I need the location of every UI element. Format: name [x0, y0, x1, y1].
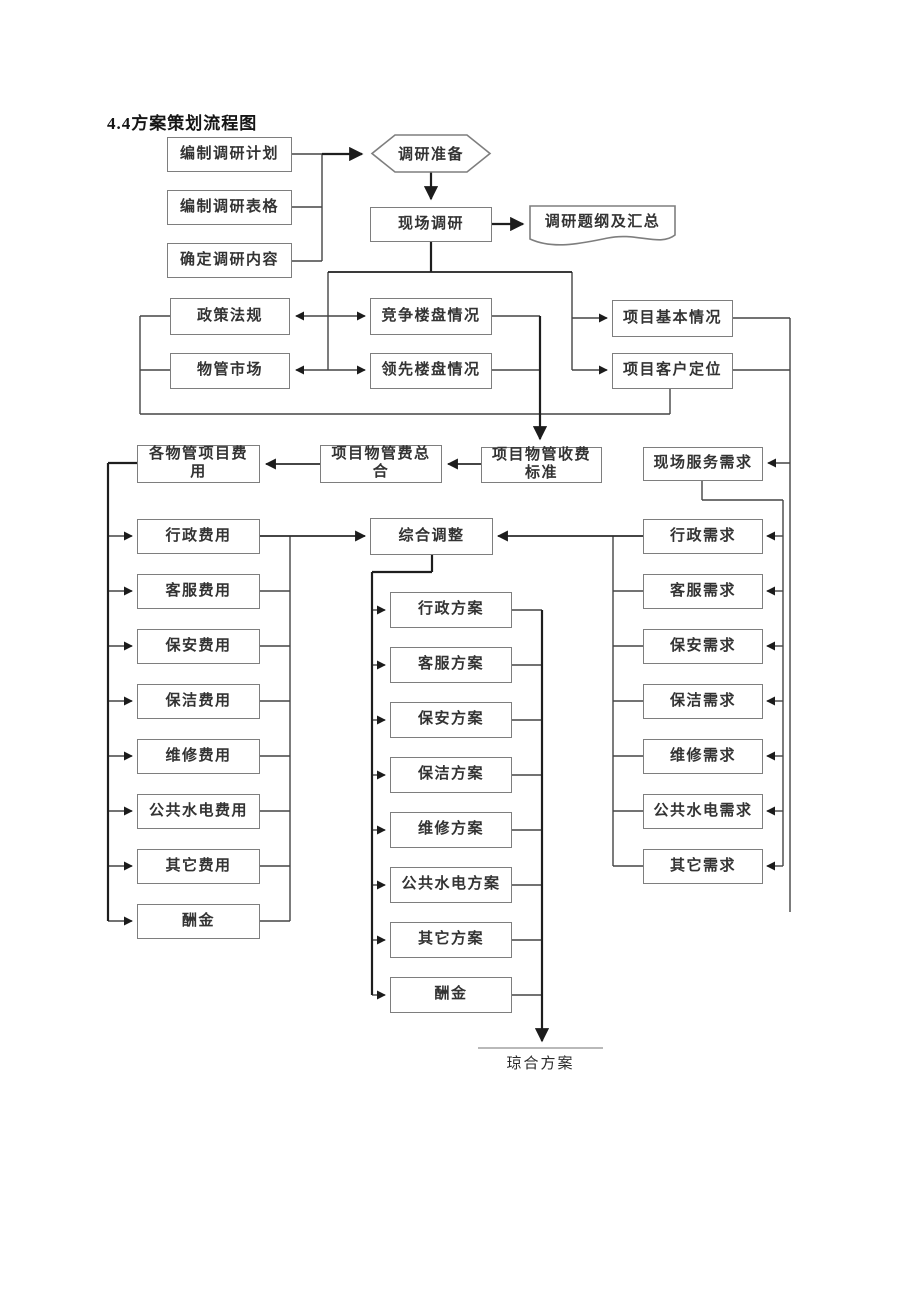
medium-arrows: [260, 458, 643, 542]
node-demand-maintenance: 维修需求: [643, 739, 763, 774]
node-demand-security: 保安需求: [643, 629, 763, 664]
node-fee-remuneration: 酬金: [137, 904, 260, 939]
node-project-basic-info: 项目基本情况: [612, 300, 733, 337]
node-fee-customer-service: 客服费用: [137, 574, 260, 609]
node-plan-security: 保安方案: [390, 702, 512, 738]
node-fee-security: 保安费用: [137, 629, 260, 664]
node-leading-properties: 领先楼盘情况: [370, 353, 492, 389]
node-fee-cleaning: 保洁费用: [137, 684, 260, 719]
thin-connectors: [139, 153, 791, 996]
node-fee-standard: 项目物管收费标准: [481, 447, 602, 483]
node-pm-fee-total: 项目物管费总合: [320, 445, 442, 483]
node-service-demand: 现场服务需求: [643, 447, 763, 481]
node-plan-admin: 行政方案: [390, 592, 512, 628]
node-pm-market: 物管市场: [170, 353, 290, 389]
node-research-preparation: 调研准备: [397, 146, 464, 163]
section-title: 4.4方案策划流程图: [107, 114, 258, 133]
node-demand-cleaning: 保洁需求: [643, 684, 763, 719]
node-competing-properties: 竞争楼盘情况: [370, 298, 492, 335]
document-shape: [529, 205, 676, 246]
node-plan-remuneration: 酬金: [390, 977, 512, 1013]
node-demand-utilities: 公共水电需求: [643, 794, 763, 829]
node-plan-maintenance: 维修方案: [390, 812, 512, 848]
node-define-research-content: 确定调研内容: [167, 243, 292, 278]
node-plan-customer-service: 客服方案: [390, 647, 512, 683]
node-prepare-research-form: 编制调研表格: [167, 190, 292, 225]
node-fee-other: 其它费用: [137, 849, 260, 884]
node-plan-utilities: 公共水电方案: [390, 867, 512, 903]
node-research-outline-doc: 调研题纲及汇总: [544, 214, 661, 230]
node-policy-regulations: 政策法规: [170, 298, 290, 335]
hexagon-shape: [370, 134, 492, 173]
node-project-customer-positioning: 项目客户定位: [612, 353, 733, 389]
node-demand-customer-service: 客服需求: [643, 574, 763, 609]
thin-arrows: [108, 311, 790, 1000]
node-fee-maintenance: 维修费用: [137, 739, 260, 774]
final-output-label: 琼合方案: [506, 1055, 575, 1072]
node-comprehensive-adjustment: 综合调整: [370, 518, 493, 555]
node-plan-cleaning: 保洁方案: [390, 757, 512, 793]
node-demand-other: 其它需求: [643, 849, 763, 884]
node-fee-utilities: 公共水电费用: [137, 794, 260, 829]
thick-connectors: [106, 146, 572, 1043]
node-demand-admin: 行政需求: [643, 519, 763, 554]
node-fee-admin: 行政费用: [137, 519, 260, 554]
node-plan-other: 其它方案: [390, 922, 512, 958]
node-prepare-research-plan: 编制调研计划: [167, 137, 292, 172]
node-field-research: 现场调研: [370, 207, 492, 242]
node-fee-items-total: 各物管项目费用: [137, 445, 260, 483]
